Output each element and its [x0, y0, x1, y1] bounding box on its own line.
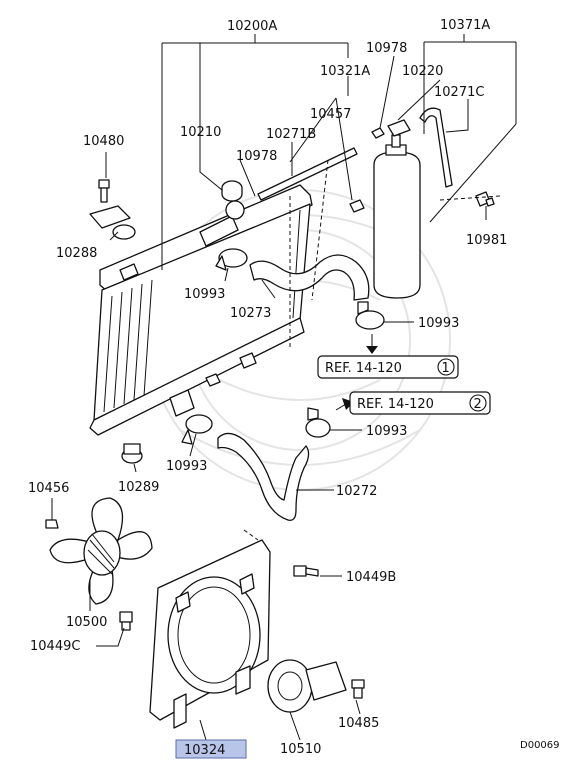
label-10220[interactable]: 10220: [402, 64, 443, 79]
reserve-tank-10371A[interactable]: [373, 119, 421, 299]
label-10456[interactable]: 10456: [28, 481, 69, 496]
label-10993-c[interactable]: 10993: [166, 459, 207, 474]
screw-10457[interactable]: [349, 199, 365, 213]
label-10371A[interactable]: 10371A: [440, 18, 490, 33]
bolt-10449B[interactable]: [293, 565, 319, 577]
label-10273[interactable]: 10273: [230, 306, 271, 321]
motor-10510[interactable]: [267, 659, 347, 713]
overflow-hose-10271B[interactable]: [257, 147, 358, 201]
ref2-number: 2: [474, 397, 482, 412]
label-10510[interactable]: 10510: [280, 742, 321, 757]
clamp-10993-b[interactable]: [355, 301, 385, 330]
diagram-code: D00069: [520, 740, 560, 751]
label-10993-d[interactable]: 10993: [366, 424, 407, 439]
label-10321A[interactable]: 10321A: [320, 64, 370, 79]
highlight-10324: [175, 739, 247, 759]
nut-10456[interactable]: [45, 519, 59, 529]
label-10485[interactable]: 10485: [338, 716, 379, 731]
bolt-10981[interactable]: [475, 191, 495, 207]
label-10210[interactable]: 10210: [180, 125, 221, 140]
label-10271B[interactable]: 10271B: [266, 127, 316, 142]
label-10500[interactable]: 10500: [66, 615, 107, 630]
label-10457[interactable]: 10457: [310, 107, 351, 122]
cushion-10289[interactable]: [121, 443, 143, 464]
reserve-hose-10271C[interactable]: [419, 107, 453, 188]
upper-hose-10273[interactable]: [249, 254, 370, 301]
label-10981[interactable]: 10981: [466, 233, 507, 248]
label-10978-top[interactable]: 10978: [366, 41, 407, 56]
bolt-10485[interactable]: [351, 679, 365, 699]
clamp-10993-d[interactable]: [305, 407, 331, 438]
leader-lines: [51, 34, 517, 741]
ref-box-2[interactable]: REF. 14-120 2: [349, 391, 491, 415]
label-10449C[interactable]: 10449C: [30, 639, 80, 654]
label-10271C[interactable]: 10271C: [434, 85, 484, 100]
ref2-text: REF. 14-120: [357, 397, 434, 412]
bolt-10449C[interactable]: [119, 611, 133, 631]
label-10978-mid[interactable]: 10978: [236, 149, 277, 164]
bracket-10288[interactable]: [89, 205, 136, 240]
clamp-10993-c[interactable]: [181, 414, 213, 445]
label-10449B[interactable]: 10449B: [346, 570, 396, 585]
shroud-10324[interactable]: [149, 539, 271, 729]
clamp-10993-a[interactable]: [215, 248, 248, 271]
part-labels: 10200A 10371A 10978 10321A 10220 10271C …: [28, 18, 560, 758]
bolt-10480[interactable]: [98, 179, 110, 203]
ref-box-1[interactable]: REF. 14-120 1: [317, 355, 459, 379]
label-10993-a[interactable]: 10993: [184, 287, 225, 302]
label-10288[interactable]: 10288: [56, 246, 97, 261]
label-10272[interactable]: 10272: [336, 484, 377, 499]
clip-10978[interactable]: [371, 127, 385, 139]
label-10324[interactable]: 10324: [184, 743, 225, 758]
label-10480[interactable]: 10480: [83, 134, 124, 149]
fan-10500[interactable]: [49, 497, 153, 605]
lower-hose-10272[interactable]: [217, 432, 310, 521]
label-10289[interactable]: 10289: [118, 480, 159, 495]
radiator-10200A[interactable]: [89, 180, 313, 436]
label-10993-b[interactable]: 10993: [418, 316, 459, 331]
ref1-text: REF. 14-120: [325, 361, 402, 376]
ref1-number: 1: [442, 361, 450, 376]
label-10200A[interactable]: 10200A: [227, 19, 277, 34]
